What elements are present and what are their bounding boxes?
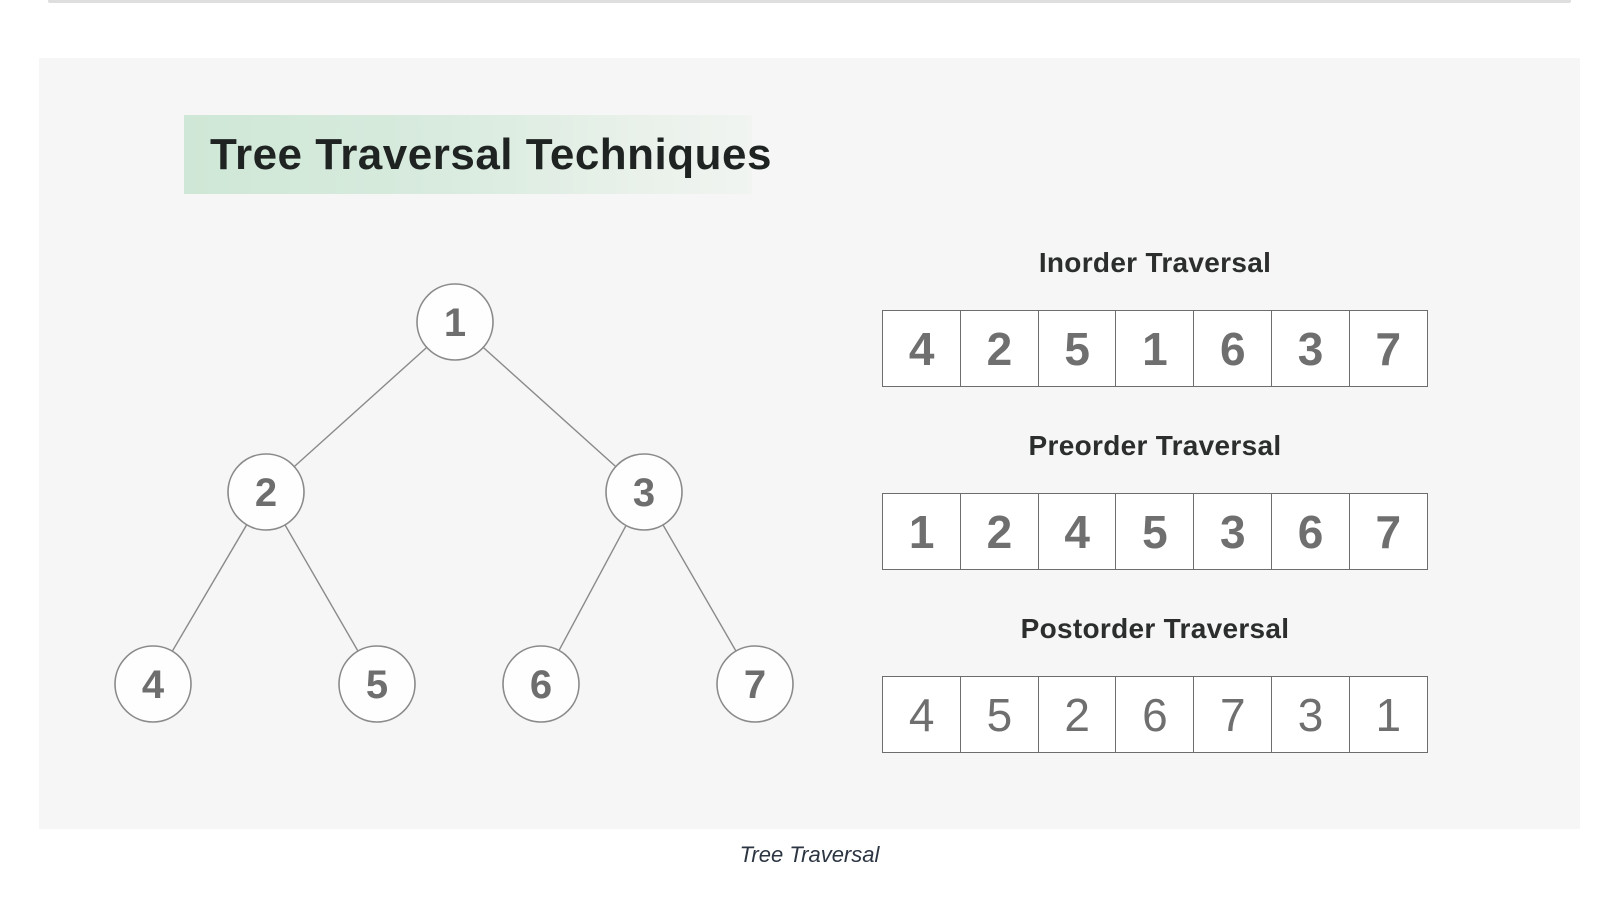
postorder-array: 4 5 2 6 7 3 1 — [882, 676, 1428, 753]
tree-node-2: 2 — [227, 453, 305, 531]
binary-tree-diagram: 1 2 3 4 5 6 7 — [114, 283, 794, 723]
array-cell: 3 — [1270, 310, 1351, 387]
array-cell: 7 — [1348, 310, 1428, 387]
tree-node-circle — [227, 453, 305, 531]
page-title: Tree Traversal Techniques — [210, 129, 772, 179]
tree-node-circle — [716, 645, 794, 723]
array-cell: 3 — [1270, 676, 1351, 753]
array-cell: 1 — [1115, 310, 1195, 387]
tree-edge-1-3 — [454, 321, 645, 493]
traversal-section-postorder: Postorder Traversal 4 5 2 6 7 3 1 — [882, 606, 1428, 753]
array-cell: 6 — [1193, 310, 1273, 387]
tree-node-label: 1 — [444, 301, 466, 345]
array-cell: 1 — [1348, 676, 1428, 753]
tree-node-label: 7 — [744, 663, 766, 707]
figure-caption: Tree Traversal — [739, 842, 880, 867]
tree-node-circle — [605, 453, 683, 531]
tree-node-label: 2 — [255, 471, 277, 515]
tree-node-1: 1 — [416, 283, 494, 361]
tree-node-4: 4 — [114, 645, 192, 723]
array-cell: 5 — [1115, 493, 1195, 570]
preorder-array: 1 2 4 5 3 6 7 — [882, 493, 1428, 570]
array-cell: 7 — [1348, 493, 1428, 570]
title-highlight-band: Tree Traversal Techniques — [184, 115, 771, 194]
array-cell: 1 — [882, 493, 962, 570]
preorder-heading: Preorder Traversal — [1028, 430, 1282, 461]
tree-node-6: 6 — [502, 645, 580, 723]
array-cell: 5 — [959, 676, 1040, 753]
tree-node-label: 4 — [142, 663, 165, 707]
inorder-heading: Inorder Traversal — [1038, 247, 1272, 278]
array-cell: 2 — [1037, 676, 1117, 753]
tree-node-7: 7 — [716, 645, 794, 723]
inorder-array: 4 2 5 1 6 3 7 — [882, 310, 1428, 387]
array-cell: 7 — [1193, 676, 1273, 753]
array-cell: 3 — [1193, 493, 1273, 570]
tree-node-3: 3 — [605, 453, 683, 531]
tree-node-circle — [416, 283, 494, 361]
tree-node-5: 5 — [338, 645, 416, 723]
tree-node-circle — [338, 645, 416, 723]
array-cell: 5 — [1037, 310, 1117, 387]
tree-node-label: 6 — [530, 663, 552, 707]
array-cell: 4 — [1037, 493, 1117, 570]
tree-edge-1-2 — [265, 321, 456, 493]
tree-node-circle — [114, 645, 192, 723]
array-cell: 2 — [959, 310, 1040, 387]
tree-node-circle — [502, 645, 580, 723]
tree-node-label: 5 — [366, 663, 388, 707]
array-cell: 4 — [882, 676, 962, 753]
array-cell: 6 — [1270, 493, 1351, 570]
traversal-section-preorder: Preorder Traversal 1 2 4 5 3 6 7 — [882, 423, 1428, 570]
postorder-heading: Postorder Traversal — [1020, 613, 1290, 644]
tree-node-label: 3 — [633, 471, 655, 515]
array-cell: 6 — [1115, 676, 1195, 753]
traversal-section-inorder: Inorder Traversal 4 2 5 1 6 3 7 — [882, 240, 1428, 387]
array-cell: 2 — [959, 493, 1040, 570]
top-divider-line — [48, 0, 1571, 3]
array-cell: 4 — [882, 310, 962, 387]
tree-nodes: 1 2 3 4 5 6 7 — [114, 283, 794, 723]
